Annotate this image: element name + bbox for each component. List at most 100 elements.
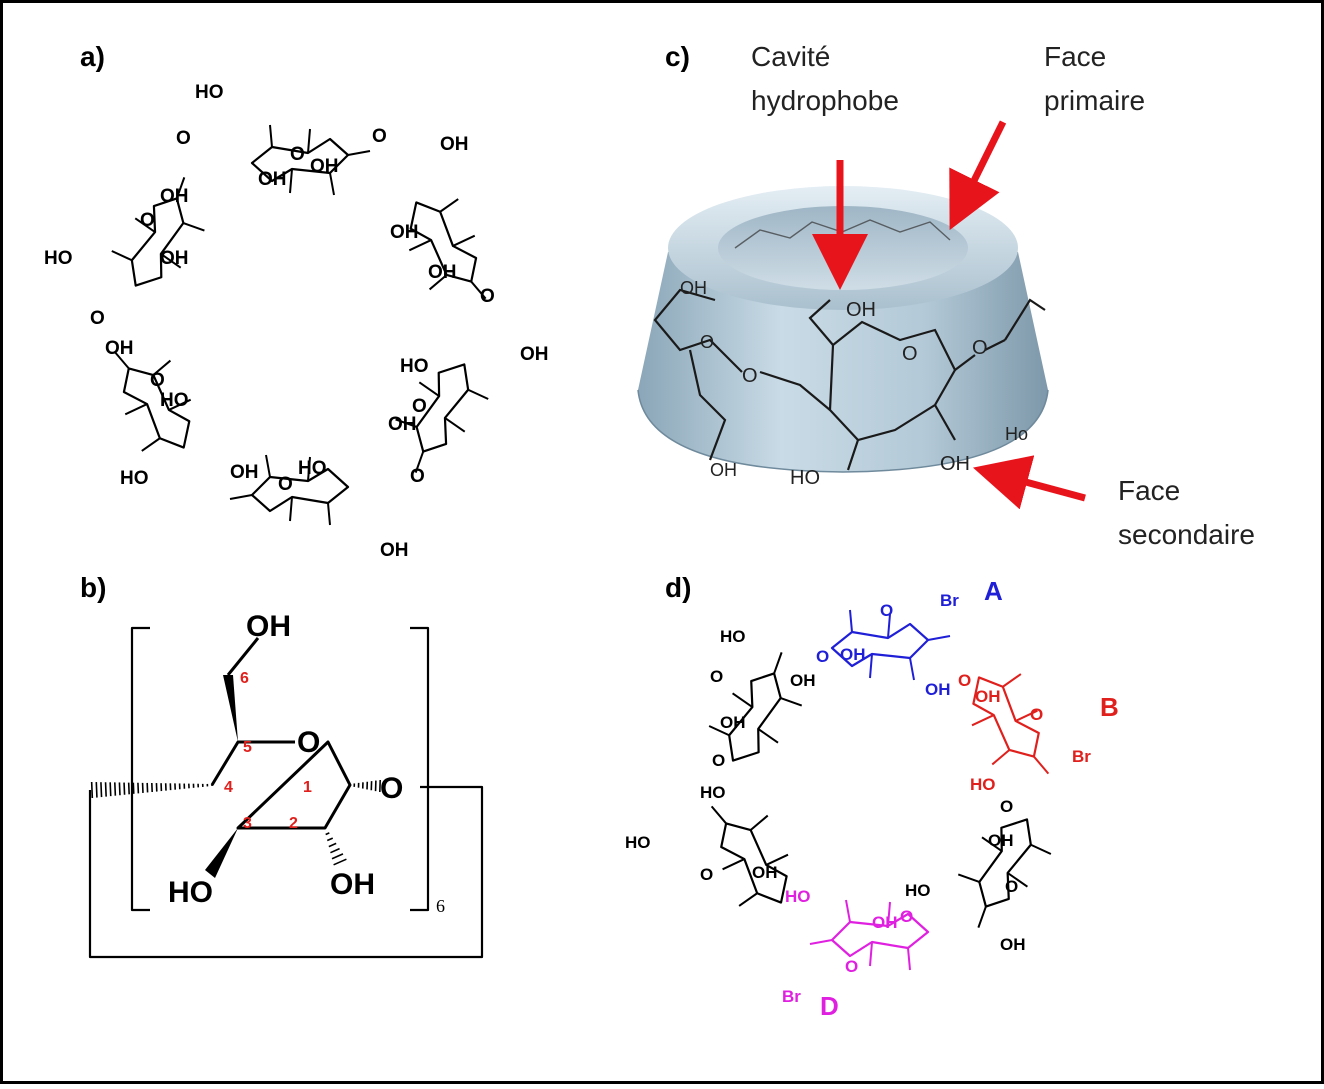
hash-mark — [334, 859, 347, 865]
svg-text:Ho: Ho — [1005, 424, 1028, 444]
label-cavity-line1: Cavité — [751, 41, 830, 72]
hash-mark — [92, 782, 93, 798]
atom-label-22: O — [410, 466, 425, 487]
hash-mark — [330, 849, 339, 853]
label-primary-line1: Face — [1044, 41, 1106, 72]
hash-mark — [115, 782, 116, 795]
atom-label-d-24: O — [1000, 797, 1013, 816]
carbon-number-2: 2 — [289, 815, 298, 832]
hashed-bond-c1 — [350, 780, 380, 792]
carbon-number-4: 4 — [224, 779, 233, 796]
panel-a-label: a) — [80, 41, 105, 72]
atom-label-d-22: Br — [782, 987, 801, 1006]
panel-b-glucose-unit: b) 6 OH O O HO OH 1 2 3 4 5 6 — [80, 572, 482, 957]
glycosidic-bond — [810, 940, 832, 944]
atom-label-d-7: O — [1030, 705, 1043, 724]
atom-label-d-4: O — [816, 647, 829, 666]
atom-oh-c6: OH — [246, 610, 291, 643]
svg-text:OH: OH — [710, 460, 737, 480]
atom-glycosidic-oxygen: O — [380, 772, 403, 805]
atom-label-d-8: Br — [1072, 747, 1091, 766]
atom-label-11: OH — [105, 338, 134, 359]
atom-label-12: OH — [520, 344, 549, 365]
atom-label-d-23: O — [900, 907, 913, 926]
repeat-count: 6 — [436, 896, 445, 916]
hash-mark — [119, 782, 120, 795]
carbon-number-1: 1 — [303, 779, 312, 796]
atom-label-20: HO — [120, 468, 149, 489]
atom-label-d-11: OH — [790, 671, 816, 690]
svg-text:OH: OH — [680, 278, 707, 298]
atom-label-d-16: HO — [625, 833, 651, 852]
carbon-number-5: 5 — [243, 739, 252, 756]
wedge-bond-c3 — [205, 828, 238, 878]
svg-text:O: O — [742, 365, 758, 387]
atom-label-d-20: OH — [872, 913, 898, 932]
atom-ring-oxygen: O — [297, 726, 320, 759]
glycosidic-bond — [771, 652, 785, 673]
svg-text:HO: HO — [790, 467, 820, 489]
label-secondary-line2: secondaire — [1118, 519, 1255, 550]
panel-b-label: b) — [80, 572, 106, 603]
label-cavity-line2: hydrophobe — [751, 85, 899, 116]
atom-label-16: HO — [160, 390, 189, 411]
hashed-bond-c4 — [92, 782, 212, 798]
atom-label-24: O — [176, 128, 191, 149]
panel-c-label: c) — [665, 41, 690, 72]
hash-mark — [124, 783, 125, 795]
atom-label-5: OH — [390, 222, 419, 243]
atom-label-1: OH — [440, 134, 469, 155]
atom-label-d-21: O — [845, 957, 858, 976]
glucose-unit-6 — [103, 164, 223, 301]
svg-text:O: O — [700, 332, 714, 352]
atom-label-0: HO — [195, 82, 224, 103]
atom-label-26: O — [372, 126, 387, 147]
atom-label-d-3: OH — [925, 680, 951, 699]
atom-label-d-9: HO — [970, 775, 996, 794]
glycosidic-bond — [712, 804, 726, 825]
hash-mark — [96, 782, 97, 797]
label-primary-line2: primaire — [1044, 85, 1145, 116]
atom-label-13: HO — [400, 356, 429, 377]
atom-label-15: O — [150, 370, 165, 391]
atom-label-d-26: HO — [905, 881, 931, 900]
atom-oh-c2: OH — [330, 868, 375, 901]
pyranose-ring — [963, 810, 1047, 914]
atom-label-d-13: OH — [720, 713, 746, 732]
atom-label-d-1: O — [880, 601, 893, 620]
ring-substituent-bonds — [396, 364, 489, 454]
hash-mark — [327, 838, 332, 840]
svg-text:O: O — [902, 343, 918, 365]
atom-label-6: OH — [428, 262, 457, 283]
svg-text:O: O — [972, 337, 988, 359]
arrow-secondary-face — [1000, 475, 1085, 498]
atom-label-d-0: Br — [940, 591, 959, 610]
atom-label-9: O — [480, 286, 495, 307]
hash-mark — [101, 782, 102, 797]
hash-mark — [326, 833, 330, 835]
atom-label-d-2: OH — [840, 645, 866, 664]
hash-mark — [332, 854, 343, 859]
atom-label-d-15: HO — [700, 783, 726, 802]
atom-label-d-5: O — [958, 671, 971, 690]
ring-substituent-bonds — [112, 196, 205, 286]
hash-mark — [324, 828, 326, 829]
panel-d-label: d) — [665, 572, 691, 603]
left-bracket — [132, 628, 150, 910]
atom-label-10: O — [90, 308, 105, 329]
unit-label-b: B — [1100, 692, 1119, 722]
atom-label-d-25: OH — [988, 831, 1014, 850]
atom-label-21: O — [278, 474, 293, 495]
atom-ho-c3: HO — [168, 876, 213, 909]
glycosidic-bond — [975, 907, 989, 928]
glycosidic-bond — [928, 636, 950, 640]
panel-c-truncated-cone: c) OH O O O OH HO OH O OH — [638, 41, 1255, 550]
atom-label-17: OH — [388, 414, 417, 435]
atom-label-3: OH — [258, 169, 287, 190]
carbon-number-6: 6 — [240, 670, 249, 687]
